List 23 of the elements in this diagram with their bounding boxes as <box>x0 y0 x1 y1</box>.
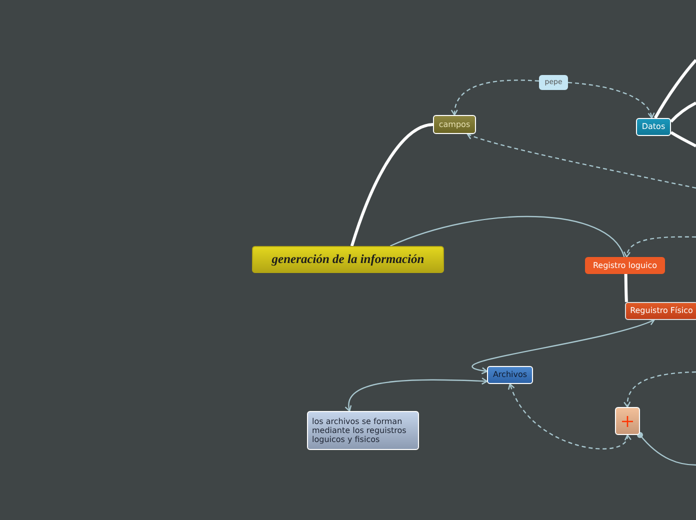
topic-box: campos <box>433 115 476 134</box>
note-box: los archivos se forman mediante los reguistros loguicos y fisicos <box>307 411 419 450</box>
connector <box>472 318 655 374</box>
dashed-connector <box>508 383 630 450</box>
topic-box: Reguistro Físico <box>625 302 696 320</box>
connector <box>670 102 696 123</box>
topic-box: Datos <box>636 118 671 136</box>
dashed-connector <box>624 371 696 408</box>
connector <box>637 432 696 466</box>
topic-box: generación de la información <box>252 246 444 273</box>
connector <box>624 274 628 302</box>
connector <box>654 59 696 119</box>
dashed-connector <box>466 132 696 189</box>
dashed-connector <box>451 80 540 116</box>
connector <box>350 123 434 246</box>
plus-box <box>615 407 640 435</box>
dashed-connector <box>624 236 696 258</box>
dashed-connector <box>568 82 654 119</box>
connector <box>670 131 696 148</box>
connector <box>345 378 488 412</box>
topic-box: Archivos <box>487 366 533 384</box>
topic-box: Registro loguico <box>585 257 665 274</box>
connector <box>390 216 625 258</box>
